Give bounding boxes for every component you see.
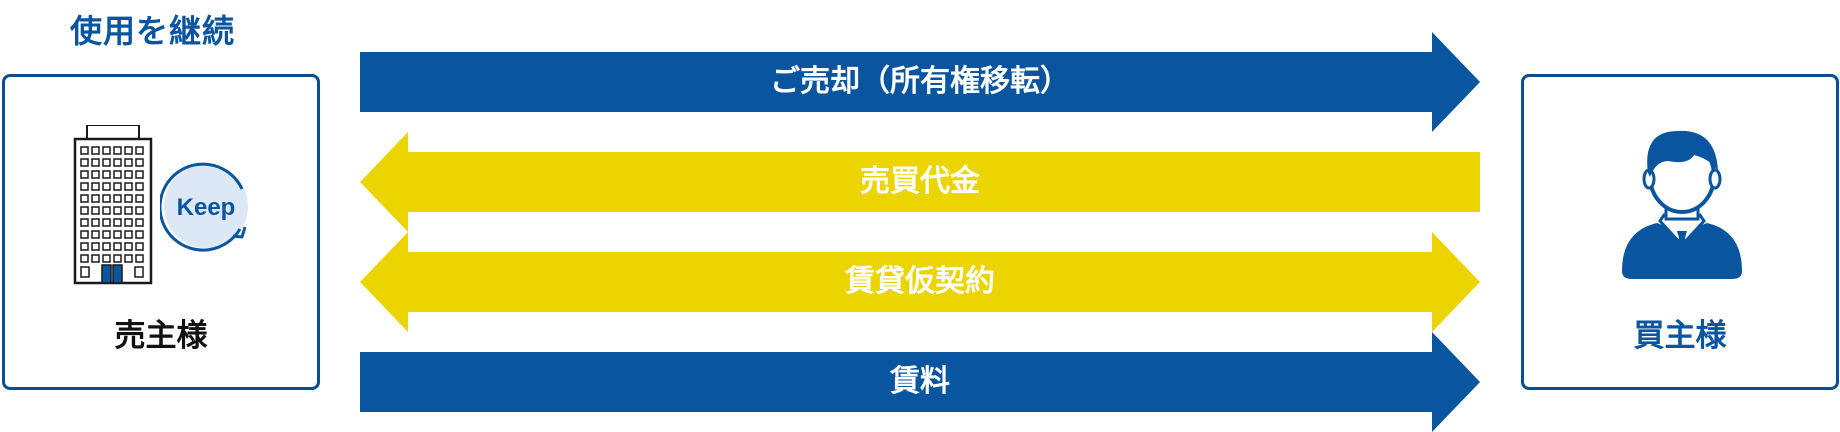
building-window xyxy=(113,158,122,167)
flow-label-lease: 賃貸仮契約 xyxy=(845,264,995,299)
building-window xyxy=(124,146,133,155)
building-window xyxy=(91,158,100,167)
building-window xyxy=(124,254,133,263)
building-window xyxy=(91,170,100,179)
building-window xyxy=(91,182,100,191)
building-window xyxy=(80,170,89,179)
building-window xyxy=(135,158,144,167)
building-window xyxy=(124,182,133,191)
building-window xyxy=(135,254,144,263)
keep-cycle-icon: Keep xyxy=(160,162,248,252)
building-window xyxy=(113,242,122,251)
buyer-label: 買主様 xyxy=(1633,318,1727,354)
building-window xyxy=(80,242,89,251)
building-window xyxy=(80,182,89,191)
building-window xyxy=(102,158,111,167)
building-window xyxy=(91,206,100,215)
arrow-rent xyxy=(360,332,1480,432)
building-window xyxy=(124,170,133,179)
building-window xyxy=(113,194,122,203)
keep-label: Keep xyxy=(177,194,236,221)
building-window xyxy=(80,218,89,227)
building-window xyxy=(135,182,144,191)
building-icon xyxy=(73,125,153,285)
building-window xyxy=(91,242,100,251)
buyer-box: 買主様 xyxy=(1521,74,1839,390)
building-window xyxy=(135,146,144,155)
building-window xyxy=(135,242,144,251)
building-window xyxy=(102,242,111,251)
building-window xyxy=(102,170,111,179)
caption-title: 使用を継続 xyxy=(70,12,236,50)
flow-label-payment: 売買代金 xyxy=(860,164,980,199)
building-window xyxy=(113,146,122,155)
arrow-lease xyxy=(360,232,1480,332)
building-window xyxy=(113,218,122,227)
building-window xyxy=(135,206,144,215)
building-window xyxy=(91,254,100,263)
building-window xyxy=(113,206,122,215)
building-window xyxy=(102,182,111,191)
building-window xyxy=(102,254,111,263)
building-window xyxy=(80,254,89,263)
building-window xyxy=(135,170,144,179)
building-window xyxy=(102,230,111,239)
seller-label: 売主様 xyxy=(114,318,208,354)
building-window xyxy=(102,206,111,215)
building-window xyxy=(113,230,122,239)
building-window xyxy=(80,194,89,203)
flow-label-rent: 賃料 xyxy=(890,364,950,399)
building-window xyxy=(113,182,122,191)
building-window xyxy=(124,206,133,215)
building-window xyxy=(135,230,144,239)
building-window xyxy=(124,194,133,203)
building-window xyxy=(113,254,122,263)
building-window xyxy=(80,206,89,215)
seller-box: Keep 売主様 xyxy=(2,74,320,390)
building-window xyxy=(91,230,100,239)
building-window xyxy=(102,146,111,155)
building-window xyxy=(91,194,100,203)
arrow-transfer xyxy=(360,32,1480,132)
building-window xyxy=(124,242,133,251)
building-window xyxy=(80,158,89,167)
building-window xyxy=(124,230,133,239)
building-window xyxy=(124,218,133,227)
building-window xyxy=(91,218,100,227)
building-window xyxy=(135,218,144,227)
building-window xyxy=(124,158,133,167)
building-window xyxy=(102,218,111,227)
flow-label-transfer: ご売却（所有権移転） xyxy=(770,64,1070,99)
building-window xyxy=(80,146,89,155)
person-icon xyxy=(1622,130,1742,279)
building-window xyxy=(102,194,111,203)
building-window xyxy=(80,230,89,239)
building-window xyxy=(91,146,100,155)
building-window xyxy=(135,194,144,203)
building-window xyxy=(113,170,122,179)
arrow-payment xyxy=(360,132,1480,232)
